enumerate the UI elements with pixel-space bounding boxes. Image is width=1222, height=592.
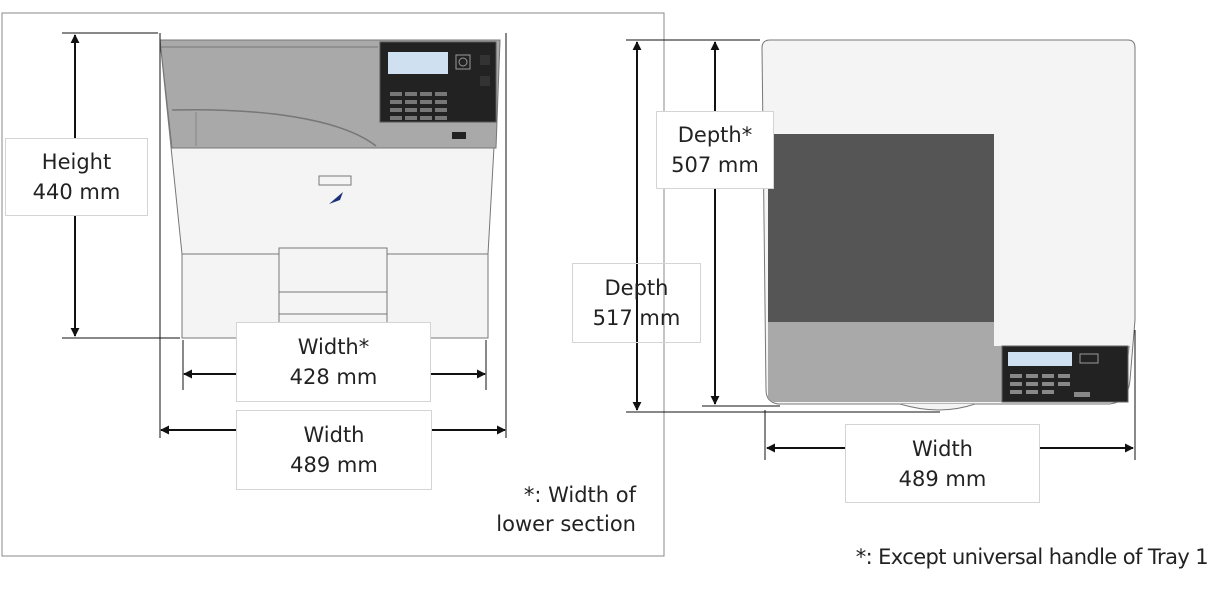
depth-with-note-label-name: Depth* bbox=[677, 123, 753, 147]
top-width-label-name: Width bbox=[911, 436, 973, 461]
width-lower-label: Width* 428 mm bbox=[236, 322, 431, 402]
front-width-label-value: 489 mm bbox=[290, 453, 378, 477]
depth-label: Depth 517 mm bbox=[572, 263, 701, 343]
top-width-label-value: 489 mm bbox=[898, 466, 987, 491]
depth-with-note-label-value: 507 mm bbox=[671, 153, 759, 177]
top-footnote: *: Except universal handle of Tray 1 bbox=[855, 545, 1209, 569]
top-extension-lines bbox=[626, 39, 1136, 460]
front-view bbox=[1, 12, 665, 557]
top-width-label: Width 489 mm bbox=[845, 424, 1040, 503]
depth-label-name: Depth bbox=[604, 276, 669, 300]
front-footnote-line2: lower section bbox=[496, 512, 636, 536]
top-view bbox=[626, 39, 1136, 460]
front-width-label-name: Width bbox=[303, 423, 365, 447]
printer-top-illustration bbox=[761, 39, 1136, 411]
front-extension-lines bbox=[62, 32, 507, 438]
height-label-value: 440 mm bbox=[32, 180, 121, 204]
width-lower-label-name: Width* bbox=[297, 335, 370, 359]
depth-with-note-label: Depth* 507 mm bbox=[656, 111, 774, 189]
front-width-label: Width 489 mm bbox=[236, 410, 432, 490]
height-label: Height 440 mm bbox=[5, 138, 148, 216]
depth-label-value: 517 mm bbox=[592, 306, 681, 330]
front-footnote-line1: *: Width of bbox=[523, 483, 636, 507]
front-view-frame bbox=[1, 12, 665, 557]
height-label-name: Height bbox=[41, 150, 112, 174]
width-lower-label-value: 428 mm bbox=[289, 365, 378, 389]
printer-front-illustration bbox=[159, 39, 501, 339]
front-footnote: *: Width of lower section bbox=[496, 481, 636, 539]
